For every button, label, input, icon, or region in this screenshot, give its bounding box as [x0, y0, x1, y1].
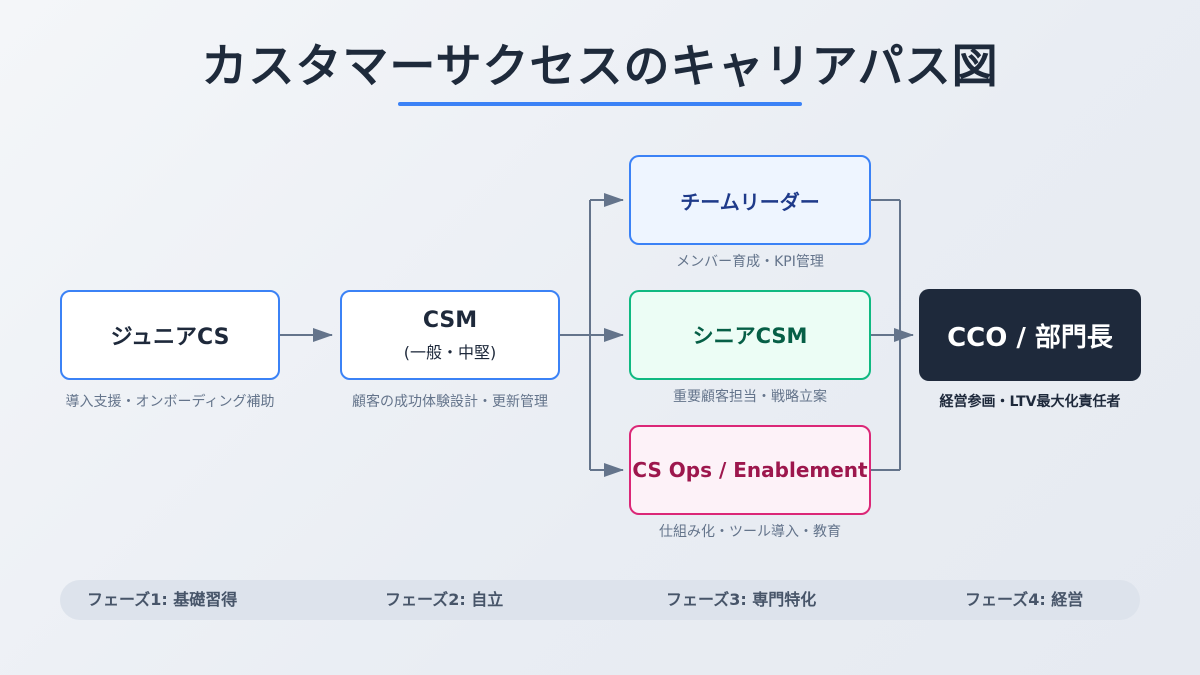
node-description: 仕組み化・ツール導入・教育 — [659, 524, 841, 540]
node-csm: CSM (一般・中堅) — [340, 290, 560, 380]
node-senior-csm: シニアCSM — [629, 290, 871, 380]
phase-label: フェーズ4: 経営 — [965, 590, 1084, 609]
node-description: 経営参画・LTV最大化責任者 — [939, 394, 1121, 410]
node-description: 顧客の成功体験設計・更新管理 — [352, 394, 548, 410]
node-label: ジュニアCS — [110, 325, 230, 350]
phase-bar: フェーズ1: 基礎習得 フェーズ2: 自立 フェーズ3: 専門特化 フェーズ4:… — [60, 580, 1140, 620]
page-title: カスタマーサクセスのキャリアパス図 — [201, 39, 999, 93]
node-label: CCO / 部門長 — [947, 322, 1113, 353]
node-description: 導入支援・オンボーディング補助 — [65, 394, 275, 410]
node-label: CS Ops / Enablement — [632, 458, 868, 482]
node-cco: CCO / 部門長 — [919, 289, 1141, 381]
phase-label: フェーズ3: 専門特化 — [666, 590, 817, 609]
node-label: チームリーダー — [680, 189, 820, 214]
node-cs-ops: CS Ops / Enablement — [629, 425, 871, 515]
phase-label: フェーズ2: 自立 — [385, 590, 504, 609]
node-sublabel: (一般・中堅) — [403, 342, 497, 362]
node-description: 重要顧客担当・戦略立案 — [673, 389, 827, 405]
phase-label: フェーズ1: 基礎習得 — [87, 590, 238, 609]
node-label: シニアCSM — [692, 324, 808, 348]
node-label: CSM — [422, 307, 478, 333]
node-junior-cs: ジュニアCS — [60, 290, 280, 380]
title-underline — [398, 102, 802, 106]
node-description: メンバー育成・KPI管理 — [676, 254, 824, 270]
node-team-leader: チームリーダー — [629, 155, 871, 245]
